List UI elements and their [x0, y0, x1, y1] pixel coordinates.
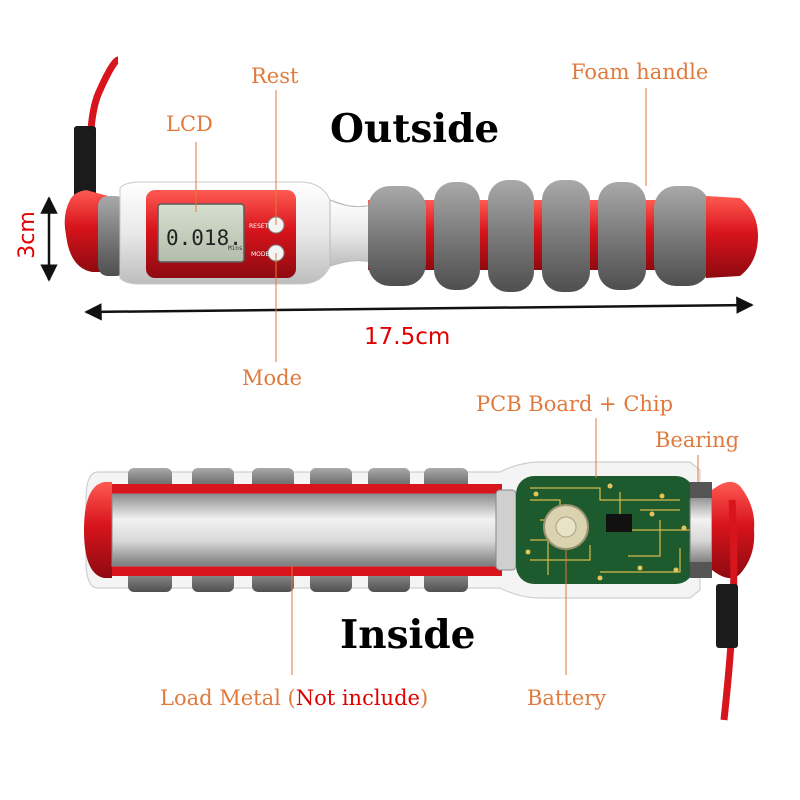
pcb-pads — [525, 483, 687, 581]
outside-handle: 0.018. Mins RESET MODE — [64, 56, 758, 292]
bearing-nut-bottom — [690, 562, 712, 578]
lcd-unit: Mins — [228, 245, 243, 252]
foam-ring — [488, 180, 534, 292]
rope-sleeve-bottom — [716, 584, 738, 648]
end-cap-left — [64, 190, 108, 272]
rest-label: Rest — [251, 64, 299, 88]
foam-ring — [368, 186, 426, 286]
foam-handle-label: Foam handle — [571, 60, 709, 84]
load-metal-label-text: Load Metal ( — [160, 686, 296, 710]
reset-button-label: RESET — [249, 223, 269, 230]
foam-ring — [598, 182, 646, 290]
length-dimension-label: 17.5cm — [364, 324, 451, 350]
length-dimension-line — [84, 296, 754, 321]
load-metal-label: Load Metal (Not include) — [160, 688, 428, 709]
foam-ring — [654, 186, 710, 286]
inside-red-strip-bottom — [112, 566, 502, 576]
rope-sleeve-top — [74, 126, 96, 204]
load-metal-rod — [111, 493, 517, 567]
bearing-nut-top — [690, 482, 712, 498]
battery-center — [555, 516, 577, 538]
foam-ring — [542, 180, 590, 292]
mode-button-label: MODE — [251, 251, 270, 258]
height-dimension-label: 3cm — [14, 211, 40, 259]
pcb-board-label: PCB Board + Chip — [476, 392, 674, 416]
inside-handle — [84, 461, 755, 721]
lcd-screen — [157, 203, 245, 263]
handle-neck — [329, 199, 373, 267]
gray-ring-left — [98, 196, 126, 276]
mode-label: Mode — [242, 366, 303, 390]
foam-rings — [368, 180, 710, 292]
load-metal-rod-tip — [495, 489, 517, 571]
lcd-label: LCD — [166, 112, 213, 136]
inside-red-strip-top — [112, 484, 502, 494]
load-metal-note: Not include — [295, 686, 420, 710]
bearing-label: Bearing — [655, 428, 740, 452]
inside-title: Inside — [340, 612, 476, 658]
outside-title: Outside — [330, 106, 500, 152]
battery-label: Battery — [527, 686, 607, 710]
foam-ring — [434, 182, 480, 290]
lcd-reading: 0.018. — [166, 226, 242, 250]
chip — [606, 514, 632, 532]
inside-end-cap-left — [84, 482, 112, 578]
bearing — [689, 495, 713, 565]
end-cap-right — [706, 196, 758, 278]
load-metal-label-close: ) — [419, 686, 429, 710]
